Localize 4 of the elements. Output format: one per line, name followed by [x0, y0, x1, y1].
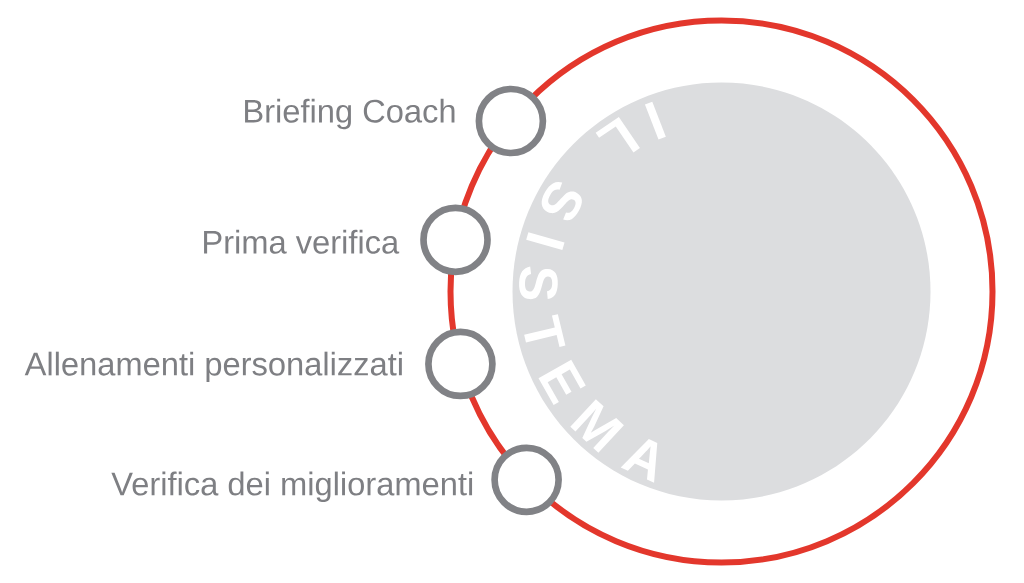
step-label: Prima verifica [204, 229, 400, 254]
step-label: Briefing Coach [245, 98, 455, 130]
step-label: Verifica dei miglioramenti [111, 471, 473, 502]
step-label: Allenamenti personalizzati [24, 351, 402, 383]
